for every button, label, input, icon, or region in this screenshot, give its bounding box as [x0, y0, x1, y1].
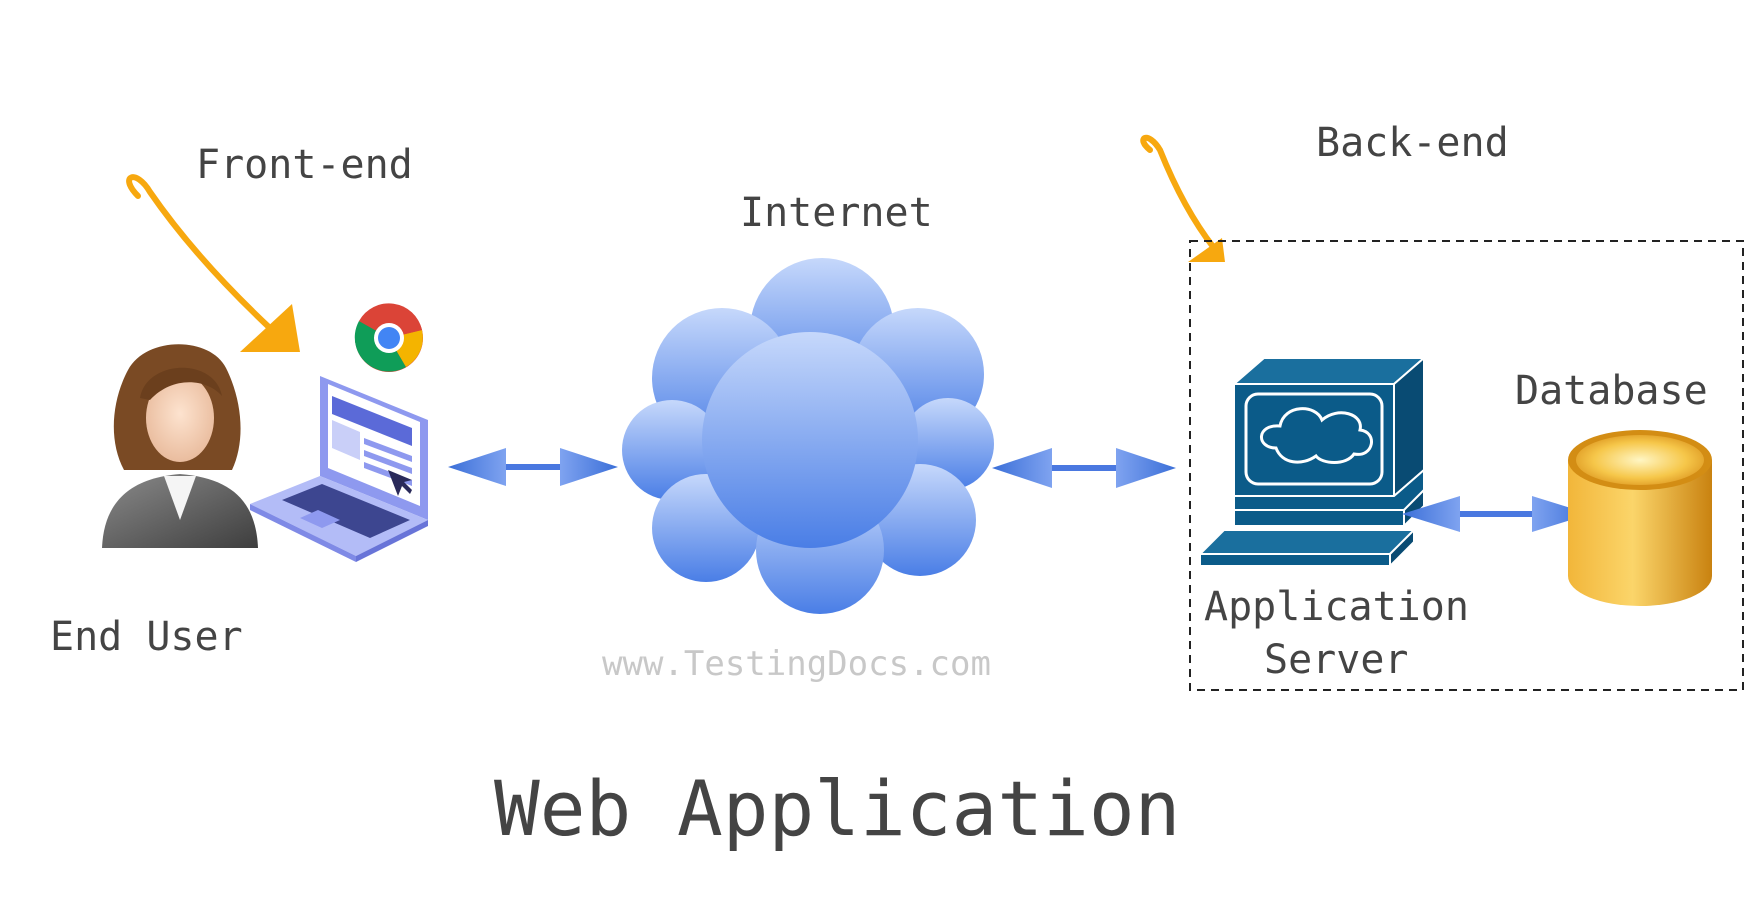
database-label: Database	[1515, 368, 1708, 414]
user-internet-connector	[448, 448, 618, 486]
front-end-arrow	[126, 174, 300, 352]
back-end-boundary	[1189, 240, 1744, 691]
back-end-label: Back-end	[1316, 120, 1509, 166]
laptop-icon	[250, 376, 428, 562]
server-icon	[1197, 355, 1427, 569]
end-user-label: End User	[50, 614, 243, 660]
back-end-arrow	[1140, 135, 1225, 262]
app-server-label-line1: Application	[1204, 584, 1469, 630]
page-title: Web Application	[494, 764, 1181, 853]
database-icon	[1568, 430, 1712, 606]
end-user-icon	[102, 344, 258, 548]
front-end-label: Front-end	[196, 142, 413, 188]
app-server-label-line2: Server	[1264, 637, 1409, 683]
internet-label: Internet	[740, 190, 933, 236]
cloud-icon	[622, 258, 994, 614]
server-database-connector	[1402, 496, 1590, 532]
chrome-icon	[354, 303, 423, 372]
watermark: www.TestingDocs.com	[602, 644, 991, 684]
internet-server-connector	[992, 448, 1176, 488]
